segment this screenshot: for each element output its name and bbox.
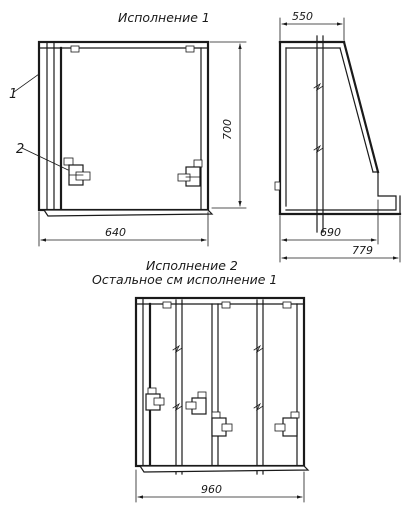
callout-1-leader [13, 73, 40, 93]
dim-690-value: 690 [320, 226, 341, 239]
variant-2-latch-2 [185, 391, 207, 415]
dim-779-value: 779 [352, 244, 373, 257]
front-view-latch-left [63, 157, 91, 186]
side-view-front-lower [285, 171, 397, 211]
variant-2-frame [134, 296, 306, 468]
dim-640-value: 640 [105, 226, 126, 239]
side-view: 550 690 779 [274, 10, 402, 263]
front-view-top-bracket-right [185, 45, 195, 53]
front-view-frame [37, 40, 210, 212]
callout-2-label: 2 [16, 142, 24, 157]
caption-variant-2: Исполнение 2 [146, 258, 238, 273]
dim-700-value: 700 [221, 119, 234, 140]
caption-variant-2-note: Остальное см исполнение 1 [92, 272, 277, 287]
callout-1-label: 1 [9, 87, 17, 102]
variant-2-latch-3 [211, 411, 233, 437]
front-view-top-bracket-left [70, 45, 80, 53]
variant-2-view: 960 [134, 296, 310, 503]
callout-2-leader [21, 147, 69, 171]
dim-550-value: 550 [292, 10, 313, 23]
variant-2-base [138, 465, 310, 473]
caption-variant-1: Исполнение 1 [118, 10, 210, 25]
dim-960-value: 960 [201, 483, 222, 496]
variant-2-latch-4 [274, 411, 300, 437]
front-view-latch-right [177, 159, 203, 187]
front-view-base [42, 209, 214, 217]
front-view: 1 2 700 640 [9, 40, 247, 247]
side-view-slope [342, 40, 380, 174]
variant-2-latch-1 [145, 387, 165, 411]
side-view-latch [274, 181, 281, 191]
